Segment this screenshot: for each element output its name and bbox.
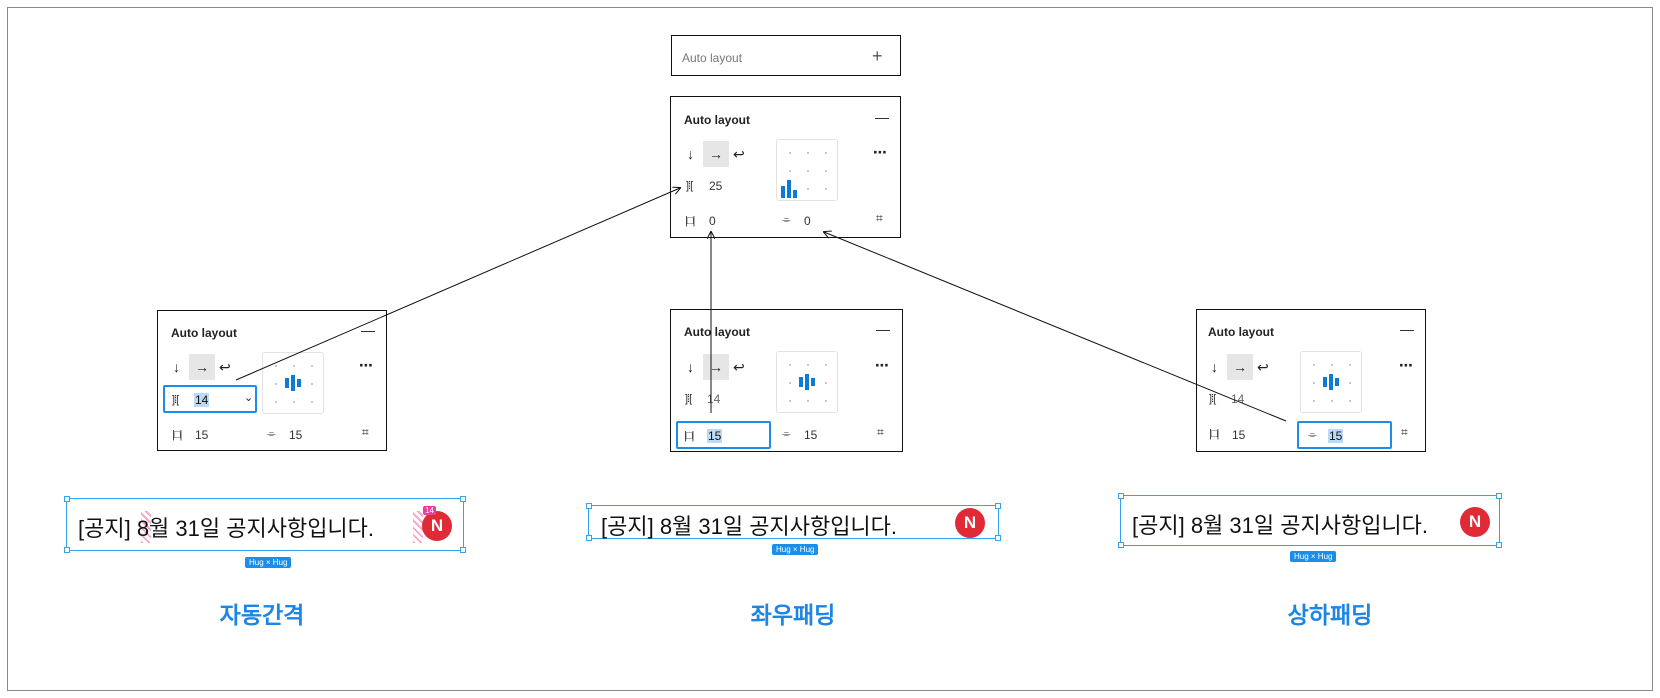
size-label: Hug × Hug bbox=[1290, 551, 1337, 562]
notice-text: [공지] 8월 31일 공지사항입니다. bbox=[78, 516, 375, 541]
direction-vertical-icon[interactable]: ↓ bbox=[1211, 359, 1218, 375]
notice-text: [공지] 8월 31일 공지사항입니다. bbox=[601, 514, 898, 539]
padding-vertical-value[interactable]: 15 bbox=[289, 428, 303, 442]
padding-horizontal-value[interactable]: 0 bbox=[709, 214, 716, 228]
direction-vertical-icon[interactable]: ↓ bbox=[687, 359, 694, 375]
alignment-grid[interactable] bbox=[776, 139, 838, 201]
direction-wrap-icon[interactable]: ↩ bbox=[1257, 359, 1269, 375]
panel-title: Auto layout bbox=[171, 326, 237, 340]
more-icon[interactable]: ⋯ bbox=[1399, 357, 1413, 373]
direction-selected-bg bbox=[703, 354, 729, 380]
minus-icon[interactable]: — bbox=[875, 109, 889, 125]
gap-highlight bbox=[413, 511, 423, 543]
padding-horizontal-icon: |□| bbox=[684, 430, 694, 442]
individual-padding-icon[interactable]: ⌗ bbox=[1401, 425, 1408, 439]
panel-title: Auto layout bbox=[684, 325, 750, 339]
padding-vertical-value[interactable]: 0 bbox=[804, 214, 811, 228]
direction-wrap-icon[interactable]: ↩ bbox=[219, 359, 231, 375]
more-icon[interactable]: ⋯ bbox=[873, 144, 887, 160]
padding-vertical-icon: ⌯ bbox=[782, 428, 791, 440]
gap-highlight bbox=[141, 511, 151, 543]
gap-icon: ]⁞[ bbox=[686, 180, 693, 192]
alignment-grid[interactable] bbox=[776, 351, 838, 413]
auto-layout-panel-horizontal-padding: Auto layout — ↓ → ↩ ]⁞[ 14 ⋯ |□| 15 ⌯ 15… bbox=[670, 309, 903, 452]
padding-horizontal-icon: |□| bbox=[685, 215, 695, 227]
direction-selected-bg bbox=[703, 141, 729, 167]
padding-vertical-icon: ⌯ bbox=[1308, 429, 1317, 441]
example-horizontal-padding[interactable]: [공지] 8월 31일 공지사항입니다. N bbox=[586, 503, 1001, 541]
padding-horizontal-input[interactable]: |□| 15 bbox=[676, 421, 771, 449]
auto-layout-panel-gap: Auto layout — ↓ → ↩ ]⁞[ 14 ⌄ ⋯ |□| 15 ⌯ … bbox=[157, 310, 387, 451]
individual-padding-icon[interactable]: ⌗ bbox=[877, 425, 884, 439]
direction-wrap-icon[interactable]: ↩ bbox=[733, 359, 745, 375]
direction-selected-bg bbox=[189, 354, 215, 380]
padding-vertical-value[interactable]: 15 bbox=[1328, 429, 1344, 443]
gap-value[interactable]: 25 bbox=[709, 179, 723, 193]
direction-horizontal-icon[interactable]: → bbox=[1233, 359, 1247, 375]
arrow-gap bbox=[235, 188, 680, 381]
alignment-grid[interactable] bbox=[262, 352, 324, 414]
individual-padding-icon[interactable]: ⌗ bbox=[876, 211, 883, 225]
new-badge: N bbox=[955, 508, 985, 538]
alignment-grid[interactable] bbox=[1300, 351, 1362, 413]
caption-horizontal-padding: 좌우패딩 bbox=[750, 602, 836, 628]
gap-value[interactable]: 14 bbox=[707, 392, 721, 406]
gap-icon: ]⁞[ bbox=[685, 393, 692, 405]
arrow-vertical-padding bbox=[824, 232, 1287, 422]
plus-icon[interactable]: + bbox=[872, 46, 883, 66]
panel-title: Auto layout bbox=[1208, 325, 1274, 339]
example-vertical-padding[interactable]: [공지] 8월 31일 공지사항입니다. N bbox=[1118, 493, 1502, 548]
padding-vertical-input[interactable]: ⌯ 15 bbox=[1297, 421, 1392, 449]
padding-horizontal-icon: |□| bbox=[172, 429, 182, 441]
direction-vertical-icon[interactable]: ↓ bbox=[687, 146, 694, 162]
more-icon[interactable]: ⋯ bbox=[875, 357, 889, 373]
padding-horizontal-value[interactable]: 15 bbox=[195, 428, 209, 442]
padding-horizontal-value[interactable]: 15 bbox=[1232, 428, 1246, 442]
example-gap[interactable]: [공지] 8월 31일 공지사항입니다. N 14 bbox=[64, 496, 466, 553]
direction-horizontal-icon[interactable]: → bbox=[709, 146, 723, 162]
gap-value[interactable]: 14 bbox=[194, 393, 210, 407]
direction-selected-bg bbox=[1227, 354, 1253, 380]
more-icon[interactable]: ⋯ bbox=[359, 357, 373, 373]
panel-title: Auto layout bbox=[684, 113, 750, 127]
new-badge: N bbox=[1460, 507, 1490, 537]
padding-vertical-value[interactable]: 15 bbox=[804, 428, 818, 442]
size-label: Hug × Hug bbox=[245, 557, 292, 568]
canvas-frame bbox=[7, 7, 1653, 691]
direction-wrap-icon[interactable]: ↩ bbox=[733, 146, 745, 162]
auto-layout-panel-vertical-padding: Auto layout — ↓ → ↩ ]⁞[ 14 ⋯ |□| 15 ⌯ 15… bbox=[1196, 309, 1426, 452]
padding-horizontal-value[interactable]: 15 bbox=[707, 429, 723, 443]
minus-icon[interactable]: — bbox=[361, 322, 375, 338]
direction-horizontal-icon[interactable]: → bbox=[195, 359, 209, 375]
gap-icon: ]⁞[ bbox=[172, 394, 179, 406]
chevron-down-icon[interactable]: ⌄ bbox=[244, 392, 254, 404]
direction-horizontal-icon[interactable]: → bbox=[709, 359, 723, 375]
padding-vertical-icon: ⌯ bbox=[782, 214, 791, 226]
gap-tag: 14 bbox=[423, 506, 436, 515]
minus-icon[interactable]: — bbox=[876, 321, 890, 337]
direction-vertical-icon[interactable]: ↓ bbox=[173, 359, 180, 375]
new-badge: N bbox=[422, 511, 452, 541]
auto-layout-panel-collapsed[interactable]: Auto layout + bbox=[671, 35, 901, 76]
padding-vertical-icon: ⌯ bbox=[267, 428, 276, 440]
size-label: Hug × Hug bbox=[772, 544, 819, 555]
caption-vertical-padding: 상하패딩 bbox=[1287, 602, 1373, 628]
gap-icon: ]⁞[ bbox=[1209, 393, 1216, 405]
panel-title: Auto layout bbox=[682, 51, 743, 65]
caption-gap: 자동간격 bbox=[219, 602, 305, 628]
minus-icon[interactable]: — bbox=[1400, 321, 1414, 337]
padding-horizontal-icon: |□| bbox=[1209, 428, 1219, 440]
gap-input[interactable]: ]⁞[ 14 ⌄ bbox=[163, 385, 257, 413]
individual-padding-icon[interactable]: ⌗ bbox=[362, 425, 369, 439]
auto-layout-panel-main: Auto layout — ↓ → ↩ ]⁞[ 25 ⋯ |□| 0 ⌯ 0 ⌗ bbox=[670, 96, 901, 238]
notice-text: [공지] 8월 31일 공지사항입니다. bbox=[1132, 513, 1429, 538]
